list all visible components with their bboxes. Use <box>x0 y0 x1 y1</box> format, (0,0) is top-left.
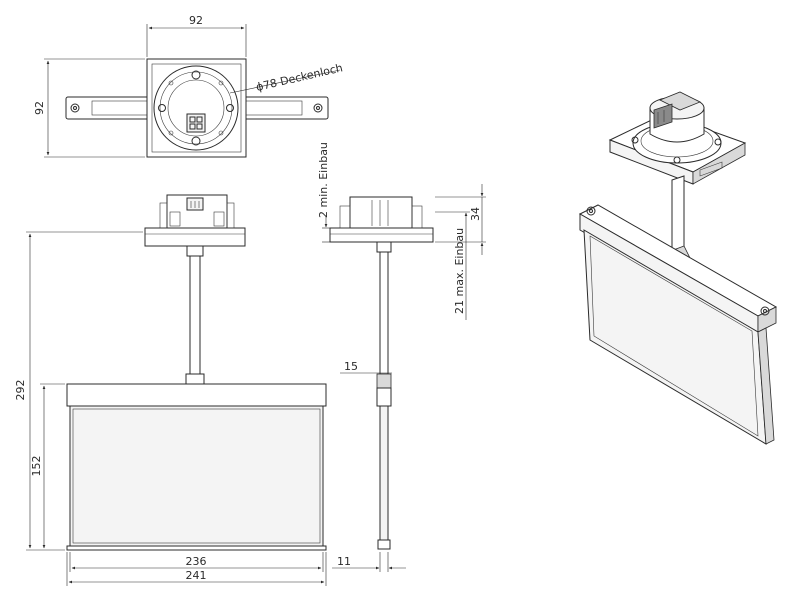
dim-top-height: 92 <box>33 101 46 115</box>
dim-side-15: 15 <box>344 360 358 373</box>
dim-outer-width: 241 <box>186 569 207 582</box>
side-base-plate <box>329 227 434 243</box>
side-view: 15 11 2 min. Einbau 34 21 max. Einbau <box>317 142 486 572</box>
dim-max-install: 21 max. Einbau <box>453 228 466 314</box>
dim-min-install: 2 min. Einbau <box>317 142 330 218</box>
iso-terminal-icon <box>653 103 673 129</box>
front-panel-top-bar <box>66 383 327 407</box>
side-housing <box>349 196 413 229</box>
terminal-block-top <box>186 113 206 133</box>
screw-hole-right-icon <box>313 103 323 113</box>
ceiling-hole-label: ϕ78 Deckenloch <box>255 61 344 94</box>
ceiling-hole-leader <box>229 69 341 94</box>
front-view: 292 152 236 241 <box>14 194 327 586</box>
side-suspension-rod <box>379 251 389 375</box>
circular-base <box>153 65 239 151</box>
top-view: 92 92 ϕ78 Deckenloch <box>33 14 344 158</box>
square-plate <box>146 58 247 158</box>
front-sign-panel <box>69 405 324 547</box>
dim-total-height: 292 <box>14 380 27 401</box>
dim-top-width: 92 <box>189 14 203 27</box>
front-base-plate <box>144 227 246 247</box>
isometric-view <box>578 91 778 445</box>
front-rod-connector <box>185 373 205 385</box>
iso-suspension-rod <box>671 175 685 257</box>
dim-side-11: 11 <box>337 555 351 568</box>
front-suspension-rod <box>189 255 201 375</box>
side-sign-panel <box>379 405 389 547</box>
dim-depth-34: 34 <box>469 207 482 221</box>
dim-panel-height: 152 <box>30 456 43 477</box>
screw-hole-left-icon <box>70 103 80 113</box>
dim-inner-width: 236 <box>186 555 207 568</box>
side-rod-connector <box>376 373 392 389</box>
